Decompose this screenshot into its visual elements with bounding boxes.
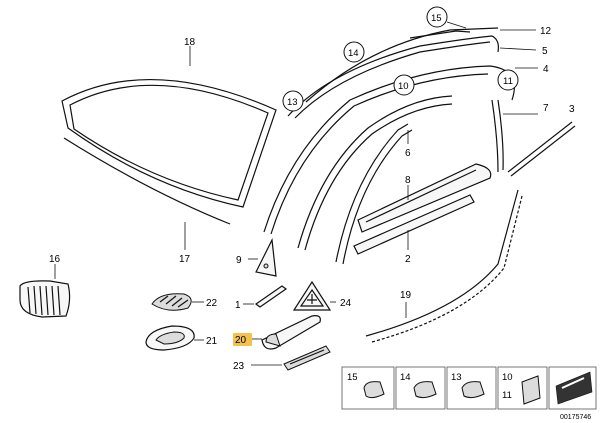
- highlight-20: [233, 333, 252, 346]
- strip-1[interactable]: [254, 285, 288, 308]
- callout-8[interactable]: 8: [405, 175, 411, 186]
- warning-triangle-icon[interactable]: [292, 280, 332, 311]
- lamp-23[interactable]: [283, 345, 331, 371]
- legend-clip-11: 11: [502, 390, 512, 401]
- callout-18[interactable]: 18: [184, 37, 196, 48]
- roof-strip-10[interactable]: [297, 95, 453, 251]
- door-seal-19[interactable]: [365, 189, 523, 343]
- roof-moulding-5[interactable]: [287, 35, 499, 119]
- clip-legend: 15 14 13 10 11: [341, 366, 597, 410]
- callout-15[interactable]: 15: [431, 13, 442, 24]
- info-sheet-icon: [555, 371, 593, 405]
- kidney-grille-16[interactable]: [19, 280, 71, 318]
- legend-clip-10: 10: [502, 372, 513, 383]
- callout-19[interactable]: 19: [400, 290, 412, 301]
- cover-21[interactable]: [145, 325, 195, 351]
- callout-5[interactable]: 5: [542, 46, 548, 57]
- windscreen-part[interactable]: [61, 78, 277, 225]
- callout-22[interactable]: 22: [206, 298, 218, 309]
- legend-clip-14: 14: [400, 372, 411, 383]
- callout-11[interactable]: 11: [503, 76, 513, 87]
- callout-24[interactable]: 24: [340, 298, 352, 309]
- callout-23[interactable]: 23: [233, 361, 245, 372]
- door-strip-8[interactable]: [357, 163, 492, 233]
- callout-13[interactable]: 13: [287, 97, 298, 108]
- legend-clip-13: 13: [451, 372, 462, 383]
- callout-9[interactable]: 9: [236, 255, 242, 266]
- front-strip-6[interactable]: [335, 123, 413, 265]
- pillar-strip-7[interactable]: [491, 99, 504, 173]
- door-strip-2[interactable]: [353, 194, 475, 255]
- callout-10[interactable]: 10: [398, 81, 409, 92]
- callout-20[interactable]: 20: [235, 335, 247, 346]
- callout-6[interactable]: 6: [405, 148, 411, 159]
- callout-3[interactable]: 3: [569, 104, 575, 115]
- rear-strip-3[interactable]: [507, 121, 576, 177]
- grille-insert-22[interactable]: [151, 293, 192, 311]
- callout-2[interactable]: 2: [405, 254, 411, 265]
- roof-moulding-12[interactable]: [305, 27, 499, 103]
- callout-21[interactable]: 21: [206, 336, 218, 347]
- callout-17[interactable]: 17: [179, 254, 191, 265]
- callout-7[interactable]: 7: [543, 103, 549, 114]
- triangle-cover-9[interactable]: [255, 237, 277, 277]
- drawing-number: 00175746: [560, 414, 591, 421]
- callout-16[interactable]: 16: [49, 254, 61, 265]
- callout-1[interactable]: 1: [235, 300, 241, 311]
- legend-clip-15: 15: [347, 372, 358, 383]
- callout-12[interactable]: 12: [540, 26, 552, 37]
- callout-14[interactable]: 14: [348, 48, 359, 59]
- callout-4[interactable]: 4: [543, 64, 549, 75]
- trim-20[interactable]: [261, 315, 321, 350]
